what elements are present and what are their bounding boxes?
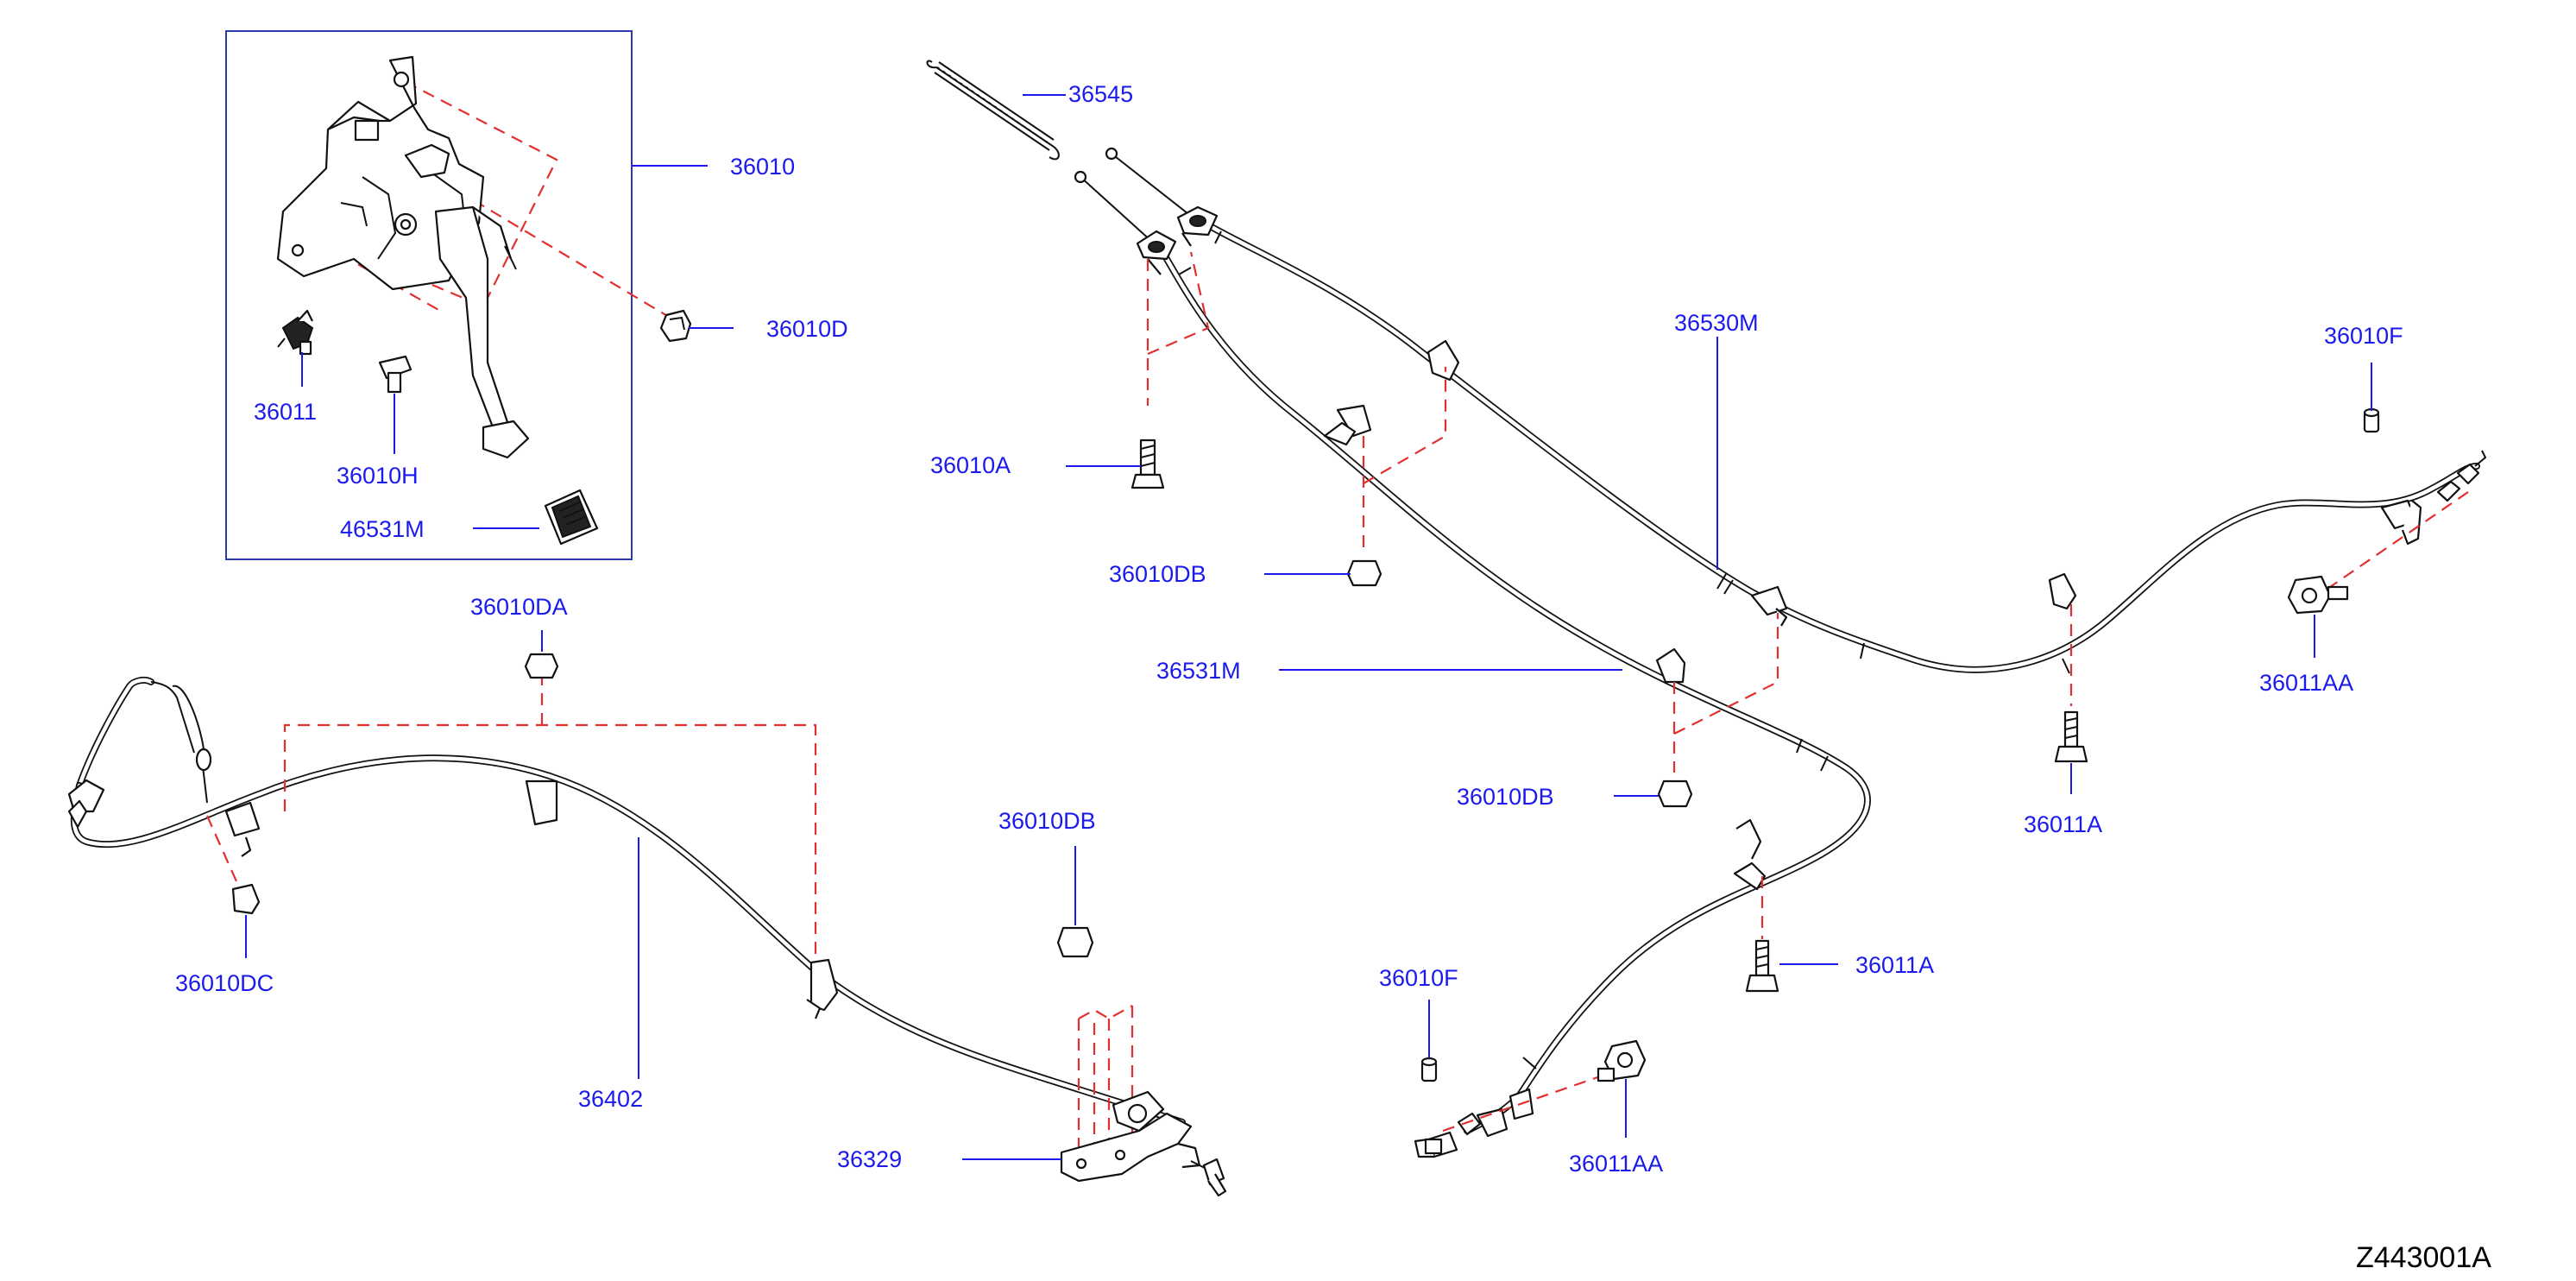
label-equalizer: 36329 (837, 1146, 902, 1172)
clip-da-part (524, 653, 559, 679)
clip-db-upper-part (1346, 559, 1382, 587)
return-spring-part (926, 60, 1060, 161)
label-switch: 36011 (254, 399, 317, 425)
label-plug-f-center: 36010F (1379, 965, 1458, 991)
clip-db-lower-part (1056, 926, 1094, 958)
plug-f-center-part (1420, 1057, 1438, 1082)
label-front-cable: 36402 (578, 1086, 643, 1112)
label-clip-db-mid: 36010DB (1457, 784, 1554, 810)
equalizer-part (1060, 1090, 1227, 1197)
label-bolt-36011a-right: 36011A (2024, 811, 2102, 837)
nut-aa-right-part (2287, 575, 2349, 615)
label-rear-cable-right: 36530M (1674, 310, 1759, 336)
rear-cable-group: 36545 36010A 36010DB 36531M 36530M 36010… (926, 60, 2487, 1177)
label-return-spring: 36545 (1068, 81, 1133, 107)
label-pedal-pad: 46531M (340, 516, 425, 542)
pedal-pad-part (544, 489, 599, 546)
pedal-bolt-h-part (378, 355, 413, 394)
bolt-a-part (1131, 439, 1165, 489)
label-rear-cable-left: 36531M (1156, 658, 1241, 684)
bolt-36011a-right-part (2054, 710, 2088, 763)
label-pedal-bolt-h: 36010H (337, 463, 419, 489)
upper-cable-brackets (1136, 205, 1219, 275)
lower-cable-end (1414, 1088, 1534, 1158)
pedal-assembly-frame (225, 30, 633, 560)
label-pedal-assembly: 36010 (730, 154, 795, 180)
label-clip-db-upper: 36010DB (1109, 561, 1206, 587)
label-nut-aa-center: 36011AA (1569, 1151, 1663, 1177)
pedal-bracket (276, 55, 530, 459)
right-cable-end (2380, 450, 2487, 546)
label-clip-db-lower: 36010DB (998, 808, 1096, 834)
drawing-code: Z443001A (2356, 1241, 2491, 1274)
bolt-36011a-center-part (1745, 939, 1779, 993)
label-pedal-clip-d: 36010D (766, 316, 848, 342)
switch-part (277, 309, 314, 356)
pedal-clip-d-part (659, 309, 692, 343)
label-bolt-a: 36010A (930, 452, 1011, 478)
nut-aa-center-part (1597, 1039, 1647, 1082)
label-clip-dc: 36010DC (175, 970, 274, 996)
pedal-assembly-group: 36010 36010D 36011 36010H 46531M (225, 30, 848, 560)
label-nut-aa-right: 36011AA (2259, 670, 2353, 696)
label-clip-da: 36010DA (470, 594, 568, 620)
clip-db-mid-part (1657, 779, 1693, 808)
front-cable-group: 36010DA 36010DC 36402 36010DB 36329 (67, 594, 1227, 1197)
label-bolt-36011a-center: 36011A (1855, 952, 1934, 978)
clip-dc-part (231, 883, 261, 915)
label-plug-f-right: 36010F (2324, 323, 2403, 349)
plug-f-right-part (2363, 407, 2380, 433)
